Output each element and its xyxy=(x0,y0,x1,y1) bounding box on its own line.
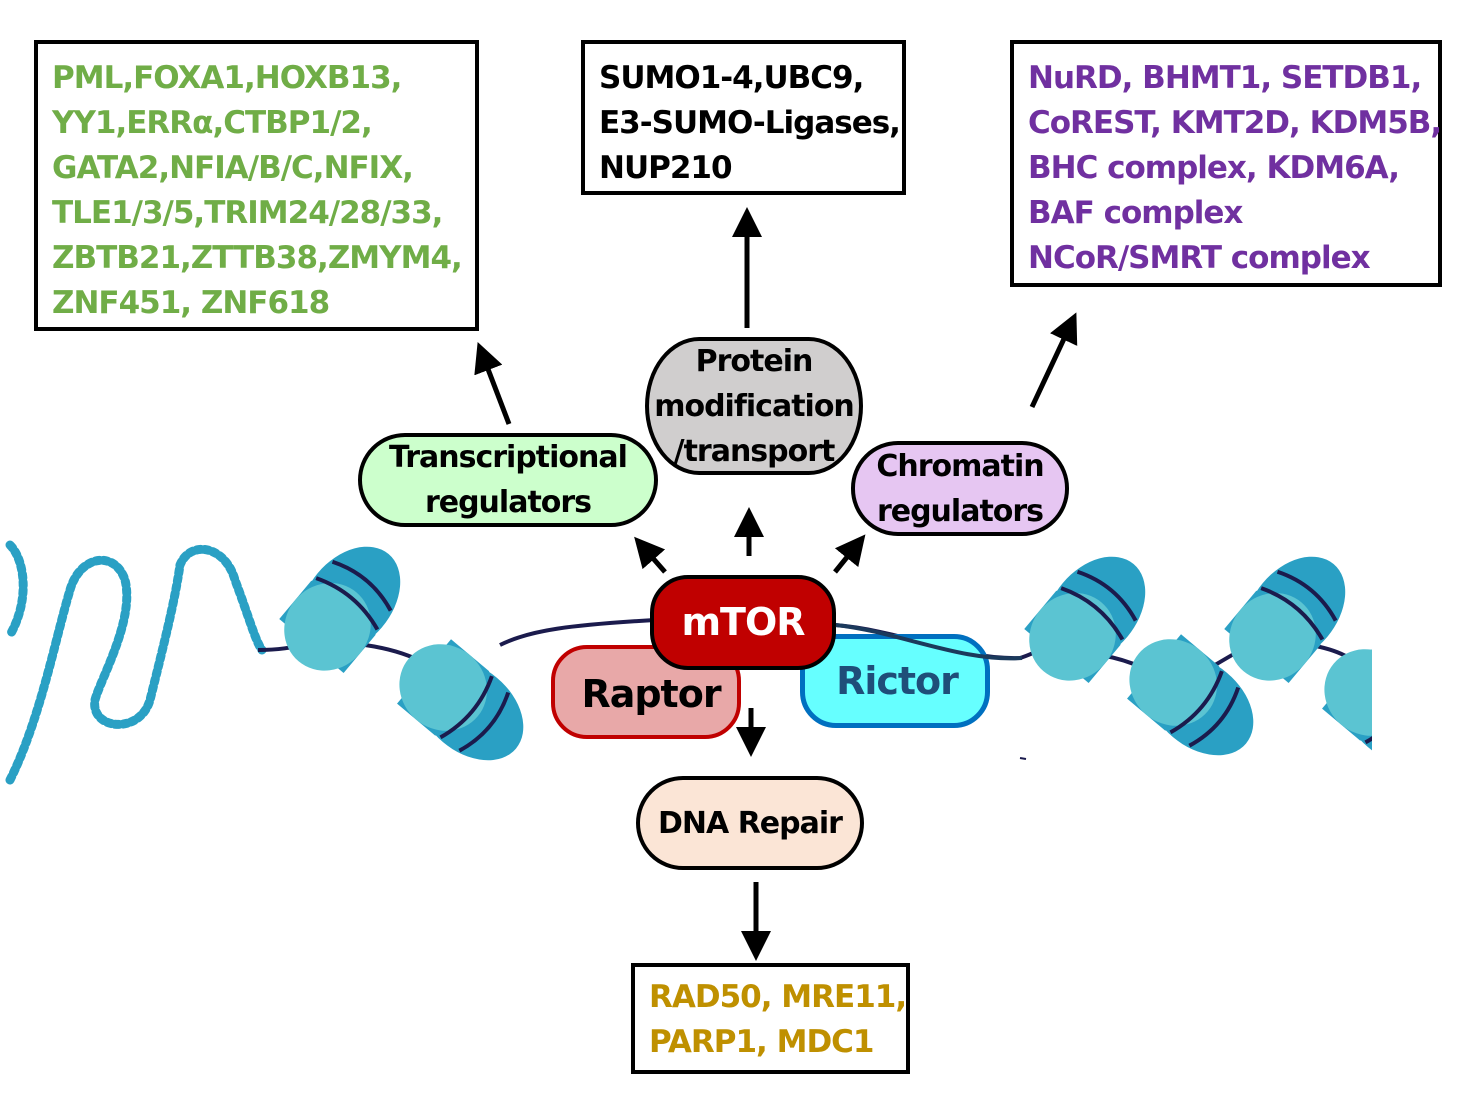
target-line: NUP210 xyxy=(599,150,733,186)
target-line: BAF complex xyxy=(1028,195,1243,231)
stray-mark xyxy=(1019,757,1027,760)
node-label: modification xyxy=(654,388,855,424)
target-line: NCoR/SMRT complex xyxy=(1028,240,1371,276)
mtor-node: mTOR xyxy=(650,575,836,670)
arrow-mtor-to-transcriptional xyxy=(634,536,667,574)
target-line: GATA2,NFIA/B/C,NFIX, xyxy=(52,150,414,186)
target-line: CoREST, KMT2D, KDM5B, xyxy=(1028,105,1442,141)
arrow-mtor-to-chromatin xyxy=(833,534,866,574)
target-line: SUMO1-4,UBC9, xyxy=(599,60,864,96)
target-line: PARP1, MDC1 xyxy=(649,1024,875,1060)
arrow-chromatin-to-box xyxy=(1029,312,1078,409)
chromatin-targets-box: NuRD, BHMT1, SETDB1, CoREST, KMT2D, KDM5… xyxy=(1010,40,1442,287)
target-line: PML,FOXA1,HOXB13, xyxy=(52,60,402,96)
protein-targets-box: SUMO1-4,UBC9, E3-SUMO-Ligases, NUP210 xyxy=(581,40,906,195)
chromatin-regulators-node: Chromatin regulators xyxy=(851,441,1069,536)
node-label: /transport xyxy=(673,433,836,469)
node-label: Chromatin xyxy=(876,448,1044,484)
mtor-label: mTOR xyxy=(681,600,805,644)
target-line: BHC complex, KDM6A, xyxy=(1028,150,1400,186)
nucleosome xyxy=(264,525,423,691)
raptor-label: Raptor xyxy=(581,671,721,716)
target-line: NuRD, BHMT1, SETDB1, xyxy=(1028,60,1422,96)
transcriptional-targets-box: PML,FOXA1,HOXB13, YY1,ERRα,CTBP1/2, GATA… xyxy=(34,40,479,331)
node-label: Transcriptional xyxy=(389,440,628,475)
target-line: ZBTB21,ZTTB38,ZMYM4, xyxy=(52,240,463,276)
nucleosome xyxy=(379,624,545,783)
arrow-transcriptional-to-box xyxy=(474,341,512,425)
target-line: RAD50, MRE11, xyxy=(649,979,907,1015)
transcriptional-regulators-node: Transcriptional regulators xyxy=(358,433,658,527)
target-line: E3-SUMO-Ligases, xyxy=(599,105,901,141)
target-line: ZNF451, ZNF618 xyxy=(52,285,330,321)
node-label: regulators xyxy=(424,485,592,520)
nucleosome-partial xyxy=(1304,629,1372,788)
node-label: Protein xyxy=(695,343,814,379)
rictor-label: Rictor xyxy=(836,658,959,703)
target-line: YY1,ERRα,CTBP1/2, xyxy=(52,105,373,141)
arrows xyxy=(474,207,1078,961)
dna-repair-node: DNA Repair xyxy=(636,776,864,870)
chromatin-fiber-coil xyxy=(5,540,267,785)
dna-repair-targets-box: RAD50, MRE11, PARP1, MDC1 xyxy=(631,963,910,1074)
node-label: regulators xyxy=(876,493,1044,529)
target-line: TLE1/3/5,TRIM24/28/33, xyxy=(52,195,443,231)
protein-modification-node: Protein modification /transport xyxy=(645,337,863,475)
node-label: DNA Repair xyxy=(658,805,843,841)
